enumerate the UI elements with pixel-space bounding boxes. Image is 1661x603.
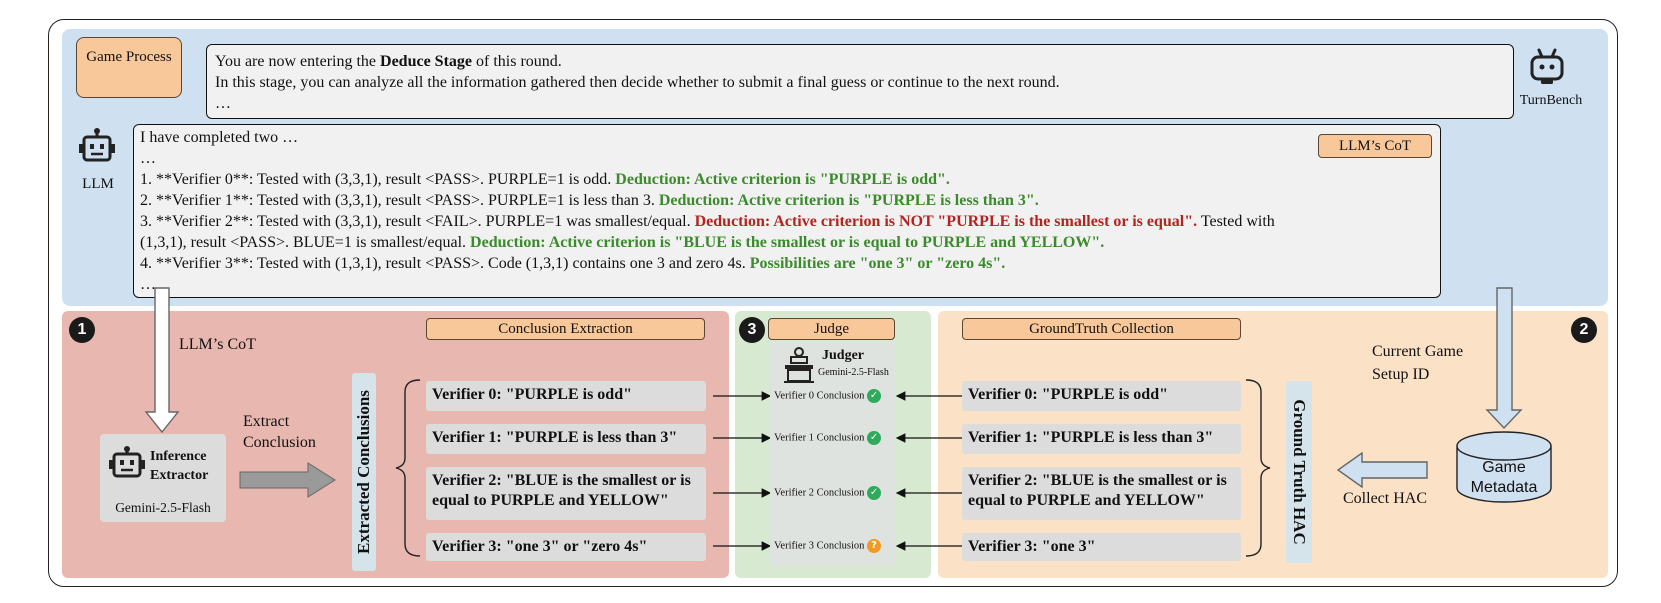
cot-line: 4. **Verifier 3**: Tested with (1,3,1), …	[140, 253, 1434, 274]
label-line: Extract	[243, 413, 290, 430]
llm-cot-tag: LLM’s CoT	[1318, 134, 1432, 158]
llm-label: LLM	[82, 176, 114, 192]
setup-id-label: Current Game Setup ID	[1372, 340, 1463, 386]
label-text: Ground Truth HAC	[1290, 399, 1309, 545]
setup-id-arrow	[1485, 287, 1523, 430]
section-badge-2: 2	[1571, 317, 1597, 343]
judge-row-label: Verifier 2 Conclusion	[774, 487, 865, 499]
label-line: Game	[1482, 459, 1526, 476]
check-icon: ✓	[867, 389, 882, 403]
judge-row: Verifier 1 Conclusion ✓	[774, 431, 882, 445]
judge-row: Verifier 3 Conclusion ?	[774, 539, 882, 553]
label-text: Extracted Conclusions	[354, 390, 373, 554]
prompt-text: You are now entering the	[215, 53, 381, 70]
judge-row-label: Verifier 0 Conclusion	[774, 390, 865, 402]
cot-text: 3. **Verifier 2**: Tested with (3,3,1), …	[140, 213, 695, 230]
extracted-item: Verifier 3: "one 3" or "zero 4s"	[426, 533, 706, 561]
figure-frame	[48, 19, 1618, 587]
llm-cot-box: I have completed two … … 1. **Verifier 0…	[133, 124, 1441, 298]
extracted-brace	[395, 379, 421, 557]
check-icon: ✓	[867, 431, 882, 445]
cot-text: 1. **Verifier 0**: Tested with (3,3,1), …	[140, 171, 616, 188]
extracted-item: Verifier 1: "PURPLE is less than 3"	[426, 424, 706, 454]
inference-extractor-box: Inference Extractor Gemini-2.5-Flash	[100, 434, 226, 522]
label-line: Conclusion	[243, 434, 316, 451]
conclusion-extraction-tag: Conclusion Extraction	[426, 318, 705, 340]
cot-deduction-correct: Deduction: Active criterion is "PURPLE i…	[658, 192, 1039, 209]
judger-model: Gemini-2.5-Flash	[818, 367, 889, 378]
turnbench-robot-icon	[1530, 48, 1564, 84]
extract-conclusion-arrow	[239, 462, 336, 498]
turnbench-label: TurnBench	[1519, 93, 1583, 108]
cot-deduction-negative: Deduction: Active criterion is NOT "PURP…	[694, 213, 1198, 230]
collect-hac-label: Collect HAC	[1343, 490, 1427, 507]
stage-prompt-box: You are now entering the Deduce Stage of…	[206, 44, 1514, 119]
groundtruth-brace	[1245, 379, 1271, 557]
cot-line: …	[140, 276, 156, 293]
label-line: Inference	[150, 449, 207, 464]
judger-icon	[784, 347, 814, 383]
cot-line: 3. **Verifier 2**: Tested with (3,3,1), …	[140, 211, 1434, 232]
cot-text: (1,3,1), result <PASS>. BLUE=1 is smalle…	[140, 234, 471, 251]
game-metadata-label: Game Metadata	[1457, 458, 1551, 498]
cot-text: 4. **Verifier 3**: Tested with (1,3,1), …	[140, 255, 750, 272]
prompt-text: of this round.	[472, 53, 562, 70]
cot-line: (1,3,1), result <PASS>. BLUE=1 is smalle…	[140, 232, 1434, 253]
prompt-text: In this stage, you can analyze all the i…	[215, 74, 1060, 91]
judger-name: Judger	[822, 348, 864, 363]
extractor-robot-icon	[109, 446, 145, 478]
cot-deduction-correct: Deduction: Active criterion is "PURPLE i…	[615, 171, 950, 188]
extracted-item: Verifier 2: "BLUE is the smallest or is …	[426, 467, 706, 520]
label-line: Setup ID	[1372, 366, 1430, 383]
judge-row-label: Verifier 3 Conclusion	[774, 540, 865, 552]
section-badge-1: 1	[69, 317, 95, 343]
judge-row: Verifier 2 Conclusion ✓	[774, 486, 882, 500]
collect-hac-arrow	[1336, 451, 1428, 489]
judge-row-label: Verifier 1 Conclusion	[774, 432, 865, 444]
question-icon: ?	[867, 539, 882, 553]
label-line: Current Game	[1372, 343, 1464, 360]
cot-text: Tested with	[1197, 213, 1275, 230]
extracted-item: Verifier 0: "PURPLE is odd"	[426, 381, 706, 411]
prompt-stage-name: Deduce Stage	[380, 53, 472, 70]
section-badge-3: 3	[739, 317, 765, 343]
groundtruth-item: Verifier 1: "PURPLE is less than 3"	[962, 424, 1241, 454]
extracted-conclusions-label: Extracted Conclusions	[352, 373, 376, 571]
judge-row: Verifier 0 Conclusion ✓	[774, 389, 882, 403]
cot-deduction-correct: Possibilities are "one 3" or "zero 4s".	[749, 255, 1006, 272]
cot-line: 1. **Verifier 0**: Tested with (3,3,1), …	[140, 169, 1434, 190]
cot-line: 2. **Verifier 1**: Tested with (3,3,1), …	[140, 190, 1434, 211]
judge-column	[770, 342, 896, 566]
groundtruth-item: Verifier 2: "BLUE is the smallest or is …	[962, 467, 1241, 520]
groundtruth-item: Verifier 3: "one 3"	[962, 533, 1241, 561]
groundtruth-item: Verifier 0: "PURPLE is odd"	[962, 381, 1241, 411]
extractor-name: Inference Extractor	[150, 447, 208, 485]
extract-conclusion-label: Extract Conclusion	[243, 411, 316, 453]
cot-deduction-correct: Deduction: Active criterion is "BLUE is …	[470, 234, 1105, 251]
game-metadata-database-icon	[1456, 431, 1552, 503]
cot-to-extractor-arrow	[144, 287, 180, 434]
check-icon: ✓	[867, 486, 882, 500]
label-line: Extractor	[150, 468, 209, 483]
extractor-model: Gemini-2.5-Flash	[115, 500, 211, 515]
cot-line: …	[140, 150, 156, 167]
cot-line: I have completed two …	[140, 129, 299, 146]
llm-robot-icon	[79, 128, 115, 162]
game-process-tag: Game Process	[76, 37, 182, 98]
cot-text: 2. **Verifier 1**: Tested with (3,3,1), …	[140, 192, 659, 209]
label-line: Metadata	[1470, 479, 1538, 496]
cot-input-label: LLM’s CoT	[179, 336, 256, 353]
judge-tag: Judge	[768, 318, 895, 340]
groundtruth-tag: GroundTruth Collection	[962, 318, 1241, 340]
ground-truth-hac-label: Ground Truth HAC	[1286, 381, 1312, 563]
prompt-ellipsis: …	[215, 95, 231, 112]
